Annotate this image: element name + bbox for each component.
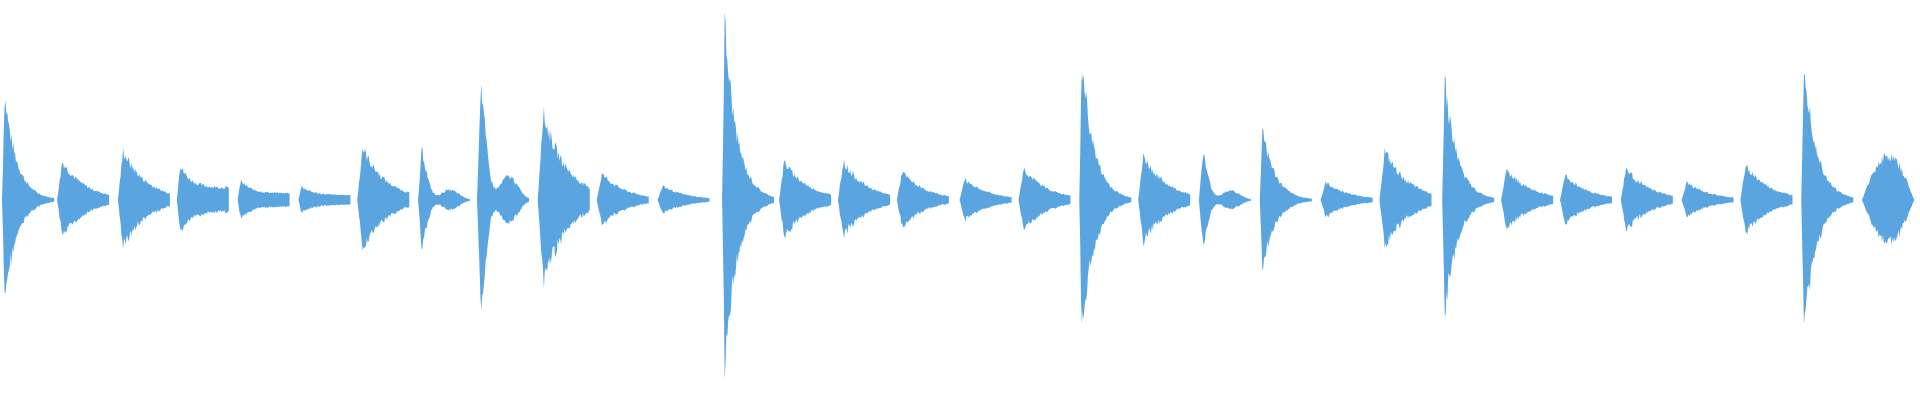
waveform-event (1620, 168, 1673, 231)
waveform-event (1320, 181, 1373, 218)
waveform-event (838, 159, 890, 239)
waveform-event (779, 160, 832, 239)
waveform-event (1501, 168, 1554, 229)
waveform-event (1801, 73, 1854, 325)
waveform-event (1379, 147, 1432, 249)
waveform-event (1560, 174, 1612, 225)
waveform-event (537, 106, 590, 290)
waveform-event (722, 12, 775, 381)
waveform-event (237, 180, 290, 219)
waveform-event (1079, 73, 1132, 324)
waveform-event (477, 84, 529, 311)
waveform-event (1259, 127, 1312, 271)
waveform-event (1199, 154, 1251, 244)
waveform-event (298, 185, 351, 214)
waveform-event (596, 172, 649, 226)
waveform-event (2, 100, 54, 294)
waveform-event (896, 171, 949, 228)
waveform-event (1681, 180, 1734, 218)
waveform-event (1018, 167, 1071, 230)
waveform-event (357, 148, 410, 251)
waveform-event (1442, 74, 1495, 318)
waveform-event (959, 177, 1012, 222)
waveform-event (418, 146, 471, 250)
waveform-event (657, 185, 710, 214)
waveform-event (1138, 153, 1191, 247)
waveform-event (1862, 152, 1915, 246)
waveform-event (117, 147, 170, 250)
waveform-event (1740, 164, 1793, 236)
waveform-event (176, 168, 229, 231)
waveform-event (57, 162, 110, 235)
